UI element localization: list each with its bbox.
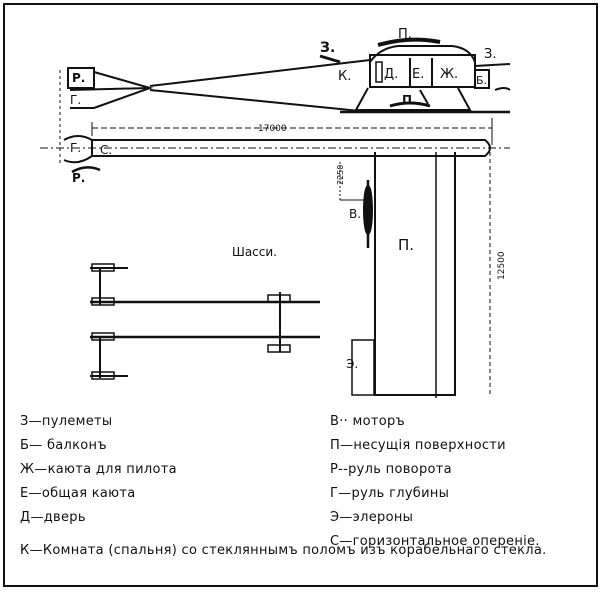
legend-item-z: З—пулеметы (20, 414, 113, 429)
cabin-roof (369, 45, 476, 63)
legend-item-v: В·· моторъ (330, 414, 406, 429)
label-g-tail: Г. (70, 93, 81, 107)
legend-item-e: Е—общая каюта (20, 486, 136, 501)
label-p-top: П. (398, 27, 412, 42)
label-b-balcony: Б. (476, 74, 487, 87)
motor-propeller (363, 185, 373, 235)
label-p-mid: П. (402, 93, 417, 107)
label-dim-height: 2250 (336, 165, 345, 185)
undercarriage-frame (354, 87, 472, 111)
label-p-wing: П. (398, 236, 414, 254)
fuselage-bottom-line (149, 89, 371, 113)
label-k-room: К. (338, 69, 351, 84)
border-frame (3, 3, 598, 587)
legend-right: В·· моторъ П—несущія поверхности Р--руль… (330, 410, 540, 554)
label-dim-span: 12500 (497, 251, 507, 280)
legend-item-d: Д—дверь (20, 510, 86, 525)
label-e-cabin: Е. (412, 67, 424, 82)
label-chassis: Шасси. (232, 245, 277, 259)
legend-item-s: С—горизонтальное опереніе. (330, 534, 540, 549)
label-z-top-left: З. (320, 40, 335, 56)
label-s-lower: С. (100, 143, 112, 157)
plan-tail (63, 135, 93, 164)
aileron (351, 339, 375, 396)
tail-rudder-box (67, 67, 95, 89)
label-r-lower: Р. (72, 171, 85, 185)
label-v-motor: В. (349, 207, 361, 221)
label-d-door: Д. (384, 67, 398, 82)
legend-item-b: Б— балконъ (20, 438, 107, 453)
legend-item-r: Р--руль поворота (330, 462, 452, 477)
label-z-top-right: З. (484, 47, 496, 62)
legend-item-zh: Ж—каюта для пилота (20, 462, 177, 477)
label-e-aileron: Э. (346, 357, 358, 371)
legend-item-p: П—несущія поверхности (330, 438, 506, 453)
label-dim-length: 17000 (258, 124, 287, 134)
legend-item-k: К—Комната (спальня) со стекляннымъ полом… (20, 543, 547, 558)
label-g-lower: Г. (70, 141, 81, 155)
chassis-sketch (90, 263, 320, 380)
label-r-tail: Р. (72, 71, 85, 85)
legend-item-g: Г—руль глубины (330, 486, 450, 501)
legend-item-e-aileron: Э—элероны (330, 510, 414, 525)
wing-outline (374, 152, 456, 396)
legend-left: З—пулеметы Б— балконъ Ж—каюта для пилота… (20, 410, 177, 530)
tail-elevator (69, 87, 151, 91)
fuselage-top-line (149, 59, 371, 87)
label-zh-pilot: Ж. (440, 67, 458, 82)
aircraft-drawing: З. П. З. Р. Г. К. Д. Е. Ж. Б. П. 17000 Г… (40, 27, 511, 398)
